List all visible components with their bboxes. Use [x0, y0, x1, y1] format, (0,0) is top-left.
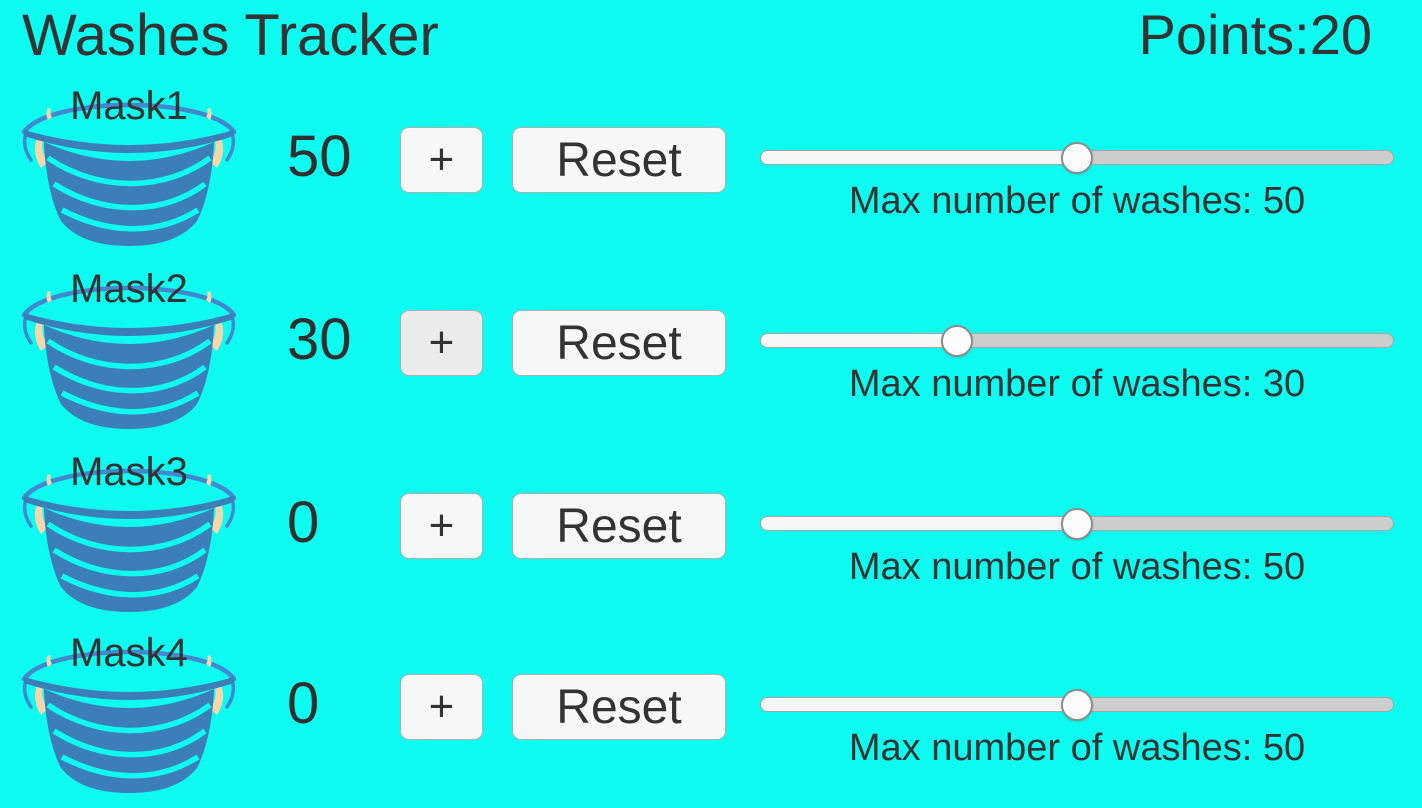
slider-fill	[760, 697, 1077, 712]
max-washes-label: Max number of washes: 50	[848, 727, 1306, 769]
wash-count: 0	[287, 671, 320, 736]
increment-button[interactable]: +	[400, 310, 483, 376]
mask-label: Mask2	[70, 267, 188, 311]
increment-button[interactable]: +	[400, 674, 483, 740]
app-title: Washes Tracker	[22, 3, 439, 68]
mask-row: Mask4 0 + Reset Max number of washes: 50	[0, 625, 1422, 808]
max-washes-label: Max number of washes: 50	[848, 546, 1306, 588]
points-value: 20	[1309, 3, 1372, 66]
slider-fill	[760, 516, 1077, 531]
wash-count: 30	[287, 307, 352, 372]
increment-button[interactable]: +	[400, 127, 483, 193]
max-washes-slider[interactable]	[760, 324, 1394, 357]
slider-thumb[interactable]	[1061, 141, 1093, 174]
wash-count: 50	[287, 124, 352, 189]
max-washes-slider[interactable]	[760, 141, 1394, 174]
reset-button[interactable]: Reset	[512, 127, 726, 193]
mask-label: Mask1	[70, 84, 188, 128]
slider-thumb[interactable]	[1061, 688, 1093, 721]
mask-label: Mask3	[70, 450, 188, 494]
slider-thumb[interactable]	[1061, 507, 1093, 540]
increment-button[interactable]: +	[400, 493, 483, 559]
max-washes-label: Max number of washes: 30	[848, 363, 1306, 405]
points-display: Points:20	[1139, 2, 1373, 67]
reset-button[interactable]: Reset	[512, 674, 726, 740]
points-label: Points:	[1138, 3, 1310, 66]
mask-row: Mask2 30 + Reset Max number of washes: 3…	[0, 261, 1422, 444]
mask-row: Mask3 0 + Reset Max number of washes: 50	[0, 444, 1422, 627]
mask-row: Mask1 50 + Reset Max number of washes: 5…	[0, 78, 1422, 261]
reset-button[interactable]: Reset	[512, 310, 726, 376]
reset-button[interactable]: Reset	[512, 493, 726, 559]
max-washes-slider[interactable]	[760, 507, 1394, 540]
slider-fill	[760, 150, 1077, 165]
max-washes-slider[interactable]	[760, 688, 1394, 721]
wash-count: 0	[287, 490, 320, 555]
slider-fill	[760, 333, 957, 348]
max-washes-label: Max number of washes: 50	[848, 180, 1306, 222]
mask-label: Mask4	[70, 631, 188, 675]
slider-thumb[interactable]	[940, 324, 973, 357]
